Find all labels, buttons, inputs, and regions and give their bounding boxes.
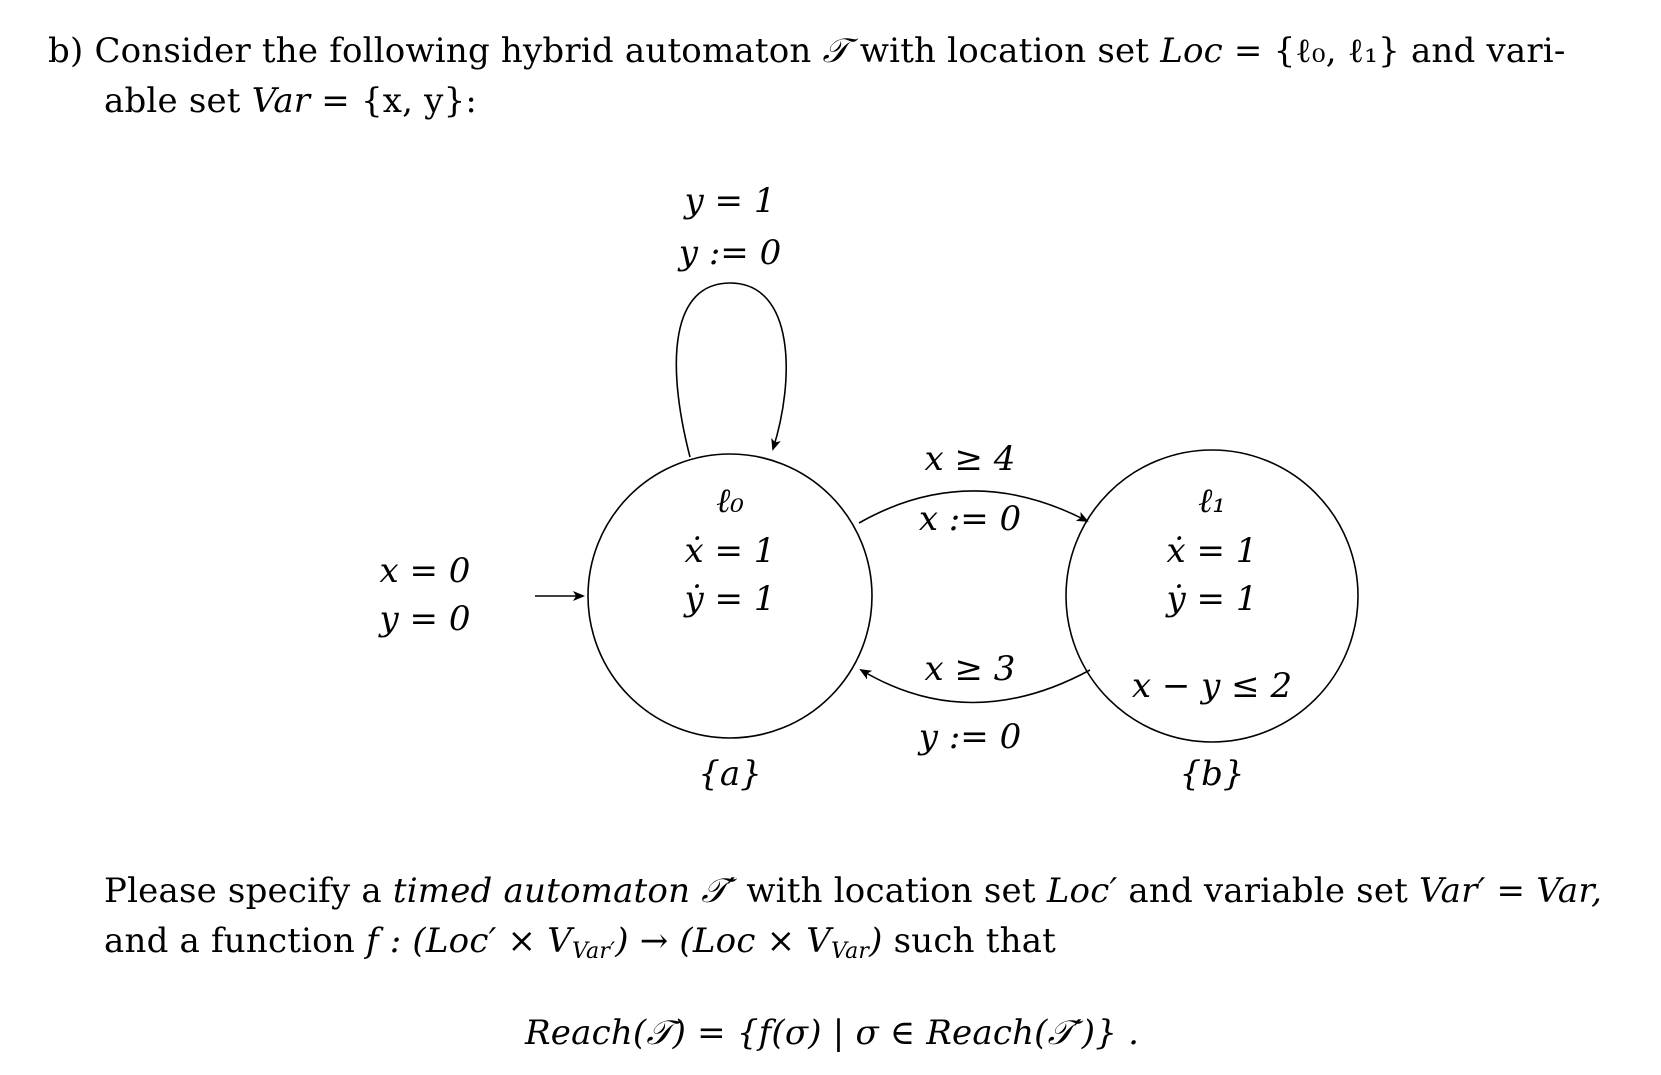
function-subscript: Var [831, 939, 870, 964]
location-l1-flow-x: ẋ = 1 [1167, 531, 1258, 571]
edge-l1-to-l0 [859, 668, 1091, 704]
emphasis-timed-automaton: timed automaton [392, 871, 691, 911]
edge-l0-l1-reset: x := 0 [919, 499, 1021, 539]
location-l0-flow-y: ẏ = 1 [683, 579, 776, 619]
intro-paragraph: b) Consider the following hybrid automat… [48, 26, 1628, 126]
function-signature-mid: ) → (Loc × V [615, 921, 832, 961]
initial-cond-x: x = 0 [380, 551, 471, 591]
location-l1-invariant: x − y ≤ 2 [1132, 666, 1292, 706]
edge-l0-l1-guard: x ≥ 4 [925, 439, 1016, 479]
question-text: and variable set [1128, 871, 1409, 911]
edge-l1-l0-guard: x ≥ 3 [925, 649, 1016, 689]
intro-text: Consider the following hybrid automaton [94, 31, 812, 71]
location-l1-label: {b} [1179, 754, 1244, 794]
edge-l0-to-l1 [858, 490, 1089, 524]
var-prime: Var′ [1419, 871, 1486, 911]
var: Var, [1536, 871, 1603, 911]
var-set: = {x, y}: [321, 81, 478, 121]
loc-name: Loc [1160, 31, 1223, 71]
var-name: Var [251, 81, 311, 121]
self-loop-edge [675, 282, 788, 458]
function-signature-end: ) [869, 921, 883, 961]
intro-text: with location set [859, 31, 1150, 71]
self-loop-reset: y := 0 [677, 233, 781, 273]
question-text: and a function [104, 921, 355, 961]
automaton-symbol: 𝒯 [822, 31, 849, 71]
automaton-prime-symbol: 𝒯′ [701, 871, 736, 911]
initial-cond-y: y = 0 [378, 599, 471, 639]
intro-line-2: able set Var = {x, y}: [48, 76, 1628, 126]
location-l0-circle [587, 453, 873, 739]
question-text: Please specify a [104, 871, 382, 911]
equation-lhs: Reach(𝒯) [525, 1013, 687, 1053]
function-signature: f : (Loc′ × V [365, 921, 572, 961]
intro-text: and vari- [1410, 31, 1566, 71]
function-subscript: Var′ [571, 939, 616, 964]
location-l0-label: {a} [698, 754, 762, 794]
location-l1-flow-y: ẏ = 1 [1165, 579, 1258, 619]
question-line-2: and a function f : (Loc′ × VVar′) → (Loc… [104, 916, 1644, 966]
location-l0-name: ℓ₀ [716, 481, 744, 521]
loc-set: = {ℓ₀, ℓ₁} [1233, 31, 1400, 71]
self-loop-guard: y = 1 [683, 181, 776, 221]
intro-line-1: b) Consider the following hybrid automat… [48, 26, 1628, 76]
location-l0-flow-x: ẋ = 1 [685, 531, 776, 571]
location-l1-name: ℓ₁ [1198, 481, 1226, 521]
location-l1-circle [1065, 449, 1359, 743]
question-text: with location set [746, 871, 1036, 911]
reach-equation: Reach(𝒯) = {f(σ) | σ ∈ Reach(𝒯′)} . [525, 1008, 1139, 1058]
question-line-1: Please specify a timed automaton 𝒯′ with… [104, 866, 1644, 916]
question-paragraph: Please specify a timed automaton 𝒯′ with… [104, 866, 1644, 966]
edge-l1-l0-reset: y := 0 [917, 717, 1021, 757]
question-text: such that [893, 921, 1057, 961]
intro-text: able set [104, 81, 241, 121]
equals-sign: = [1496, 871, 1526, 911]
loc-prime: Loc′ [1046, 871, 1118, 911]
part-label: b) [48, 31, 84, 71]
equation-rhs: = {f(σ) | σ ∈ Reach(𝒯′)} . [697, 1013, 1140, 1053]
